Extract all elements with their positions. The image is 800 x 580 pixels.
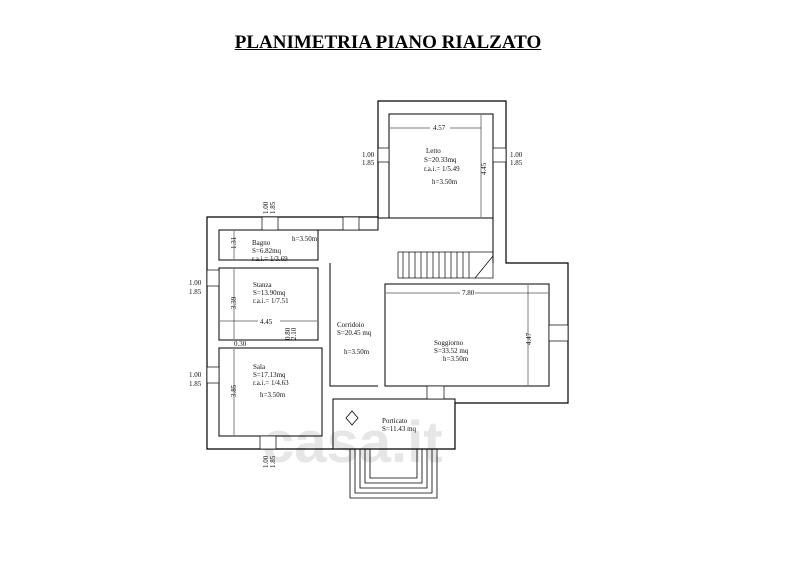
room-height: h=3.50m: [432, 178, 458, 186]
room-area: S=6.82mq: [252, 247, 282, 255]
window-width: 1.00: [362, 151, 375, 159]
dim-bagno-depth: 1.31: [230, 236, 238, 249]
label-sala: Sala S=17.13mq r.a.i.= 1/4.63 h=3.50m: [253, 363, 289, 399]
staircase: [397, 251, 494, 279]
room-height: h=3.50m: [260, 391, 286, 399]
label-corridoio: Corridoio S=20.45 mq h=3.50m: [337, 321, 372, 356]
dim-stanza-depth: 3.39: [230, 296, 238, 309]
room-name: Sala: [253, 363, 266, 371]
window-label-bagno: 1.00 1.85: [262, 201, 277, 214]
room-corridoio: [329, 263, 378, 387]
window-label-stanza: 1.00 1.85: [189, 279, 202, 296]
window-label-letto-right: 1.00 1.85: [510, 151, 523, 167]
label-bagno: Bagno S=6.82mq r.a.i.= 1/3.69 h=3.50m: [252, 235, 318, 263]
window-width: 1.00: [262, 455, 270, 468]
plan-title: PLANIMETRIA PIANO RIALZATO: [234, 32, 542, 53]
room-rai: r.a.i.= 1/5.49: [424, 165, 460, 173]
windows: [206, 147, 569, 450]
room-area: S=33.52 mq: [434, 347, 469, 355]
window-height: 1.85: [269, 455, 277, 468]
dim-wall-gap: 0.30: [234, 340, 247, 348]
room-stanza: [218, 267, 319, 341]
dim-soggiorno-width: 7.80: [462, 289, 475, 297]
window-height: 1.85: [510, 159, 523, 167]
watermark: casa.it: [262, 410, 443, 475]
room-height: h=3.50m: [292, 235, 318, 243]
window-label-letto-left: 1.00 1.85: [362, 151, 375, 167]
window-width: 1.00: [262, 201, 270, 214]
entrance-steps: [349, 449, 438, 499]
label-soggiorno: Soggiorno S=33.52 mq h=3.50m: [434, 339, 469, 363]
room-height: h=3.50m: [344, 348, 370, 356]
window-width: 1.00: [510, 151, 523, 159]
window-width: 1.00: [189, 279, 202, 287]
room-name: Letto: [426, 147, 441, 155]
dim-sala-depth: 3.85: [230, 384, 238, 397]
window-label-sala: 1.00 1.85: [189, 371, 202, 388]
dim-letto-depth: 4.45: [480, 162, 488, 175]
room-rai: r.a.i.= 1/4.63: [253, 379, 289, 387]
room-name: Bagno: [252, 239, 271, 247]
dim-door-width: 0.80: [284, 327, 292, 340]
window-height: 1.85: [189, 288, 202, 296]
room-height: h=3.50m: [443, 355, 469, 363]
room-name: Porticato: [382, 417, 408, 425]
dim-door-height: 2.10: [290, 327, 298, 340]
window-height: 1.85: [269, 201, 277, 214]
room-rai: r.a.i.= 1/7.51: [253, 297, 289, 305]
entrance-arrow-icon: [345, 410, 359, 426]
room-area: S=11.43 mq: [382, 425, 417, 433]
room-area: S=13.90mq: [253, 289, 286, 297]
room-name: Corridoio: [337, 321, 365, 329]
window-height: 1.85: [362, 159, 375, 167]
room-area: S=20.45 mq: [337, 329, 372, 337]
label-stanza: Stanza S=13.90mq r.a.i.= 1/7.51: [253, 281, 289, 305]
window-height: 1.85: [189, 380, 202, 388]
dim-letto-width: 4.57: [433, 124, 446, 132]
room-area: S=17.13mq: [253, 371, 286, 379]
label-porticato: Porticato S=11.43 mq: [382, 417, 417, 433]
window-width: 1.00: [189, 371, 202, 379]
room-area: S=20.33mq: [424, 156, 457, 164]
dim-soggiorno-depth: 4.47: [525, 332, 533, 345]
dim-stanza-width: 4.45: [260, 318, 273, 326]
label-letto: Letto S=20.33mq r.a.i.= 1/5.49 h=3.50m: [424, 147, 460, 186]
room-name: Soggiorno: [434, 339, 464, 347]
window-label-sala-bottom: 1.00 1.85: [262, 455, 277, 468]
porticato: [332, 398, 456, 450]
room-rai: r.a.i.= 1/3.69: [252, 255, 288, 263]
room-name: Stanza: [253, 281, 273, 289]
